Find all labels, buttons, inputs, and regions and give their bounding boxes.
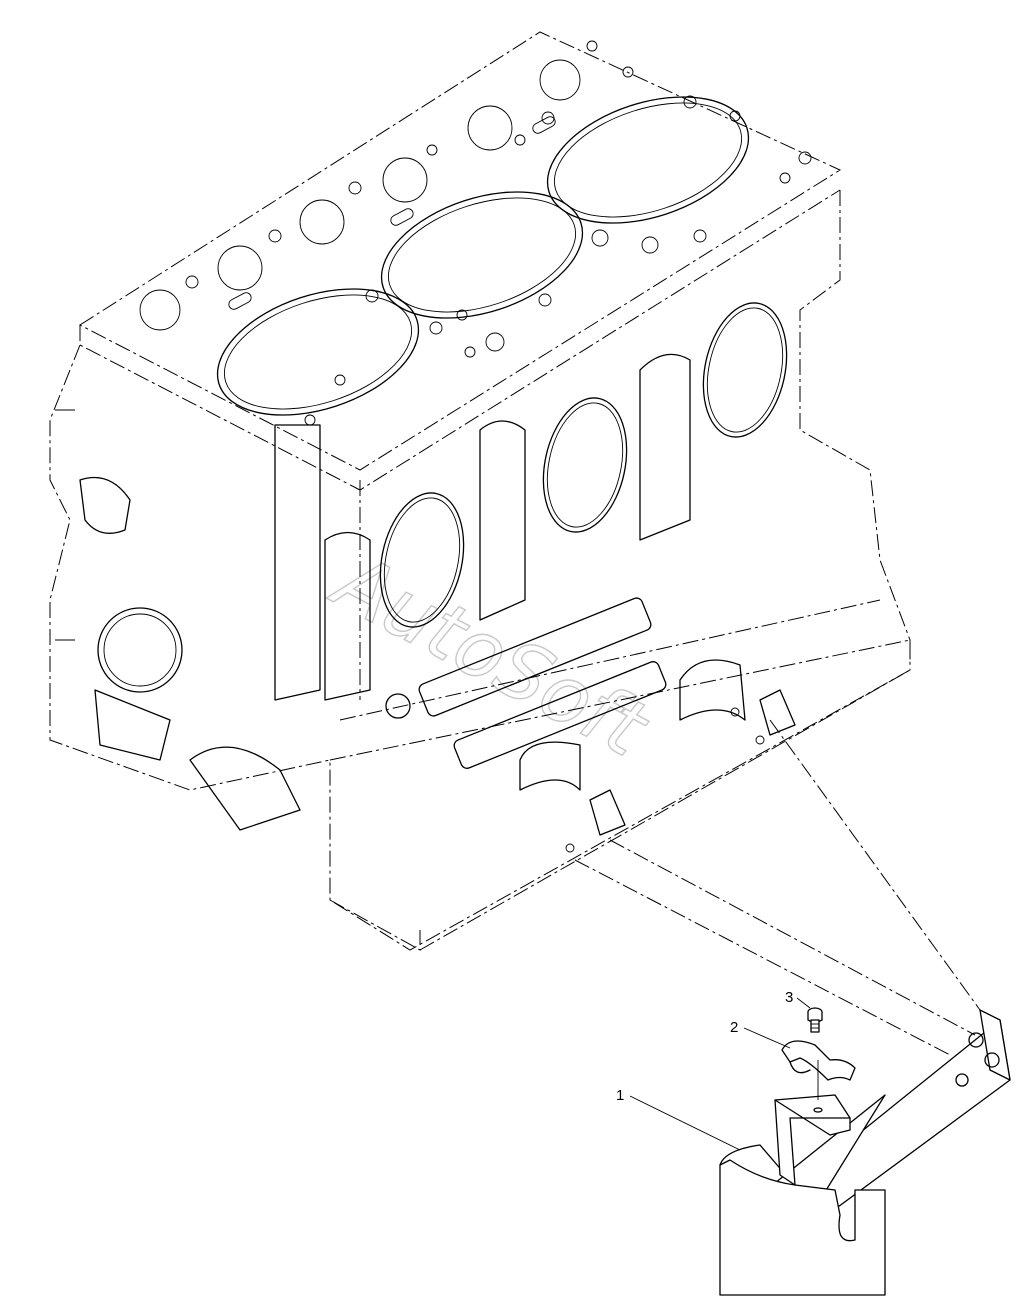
projection-lines	[574, 719, 981, 1056]
side-openings	[274, 302, 788, 701]
cylinder-bores	[216, 96, 750, 416]
callout-3: 3	[785, 989, 811, 1009]
bracket-part-1[interactable]	[719, 1009, 1011, 1296]
bolt-part-3[interactable]	[807, 1007, 823, 1033]
engine-block	[49, 31, 911, 951]
clip-part-2[interactable]	[781, 1040, 856, 1100]
front-cover-area	[55, 409, 301, 831]
callout-label-3: 3	[785, 989, 793, 1006]
deck-holes	[139, 40, 812, 426]
watermark: AutoSoft	[317, 535, 663, 776]
callout-label-1: 1	[616, 1087, 624, 1104]
callout-label-2: 2	[730, 1019, 738, 1036]
callout-2: 2	[730, 1019, 791, 1049]
callout-1: 1	[616, 1087, 741, 1151]
lower-crankcase	[385, 597, 796, 853]
